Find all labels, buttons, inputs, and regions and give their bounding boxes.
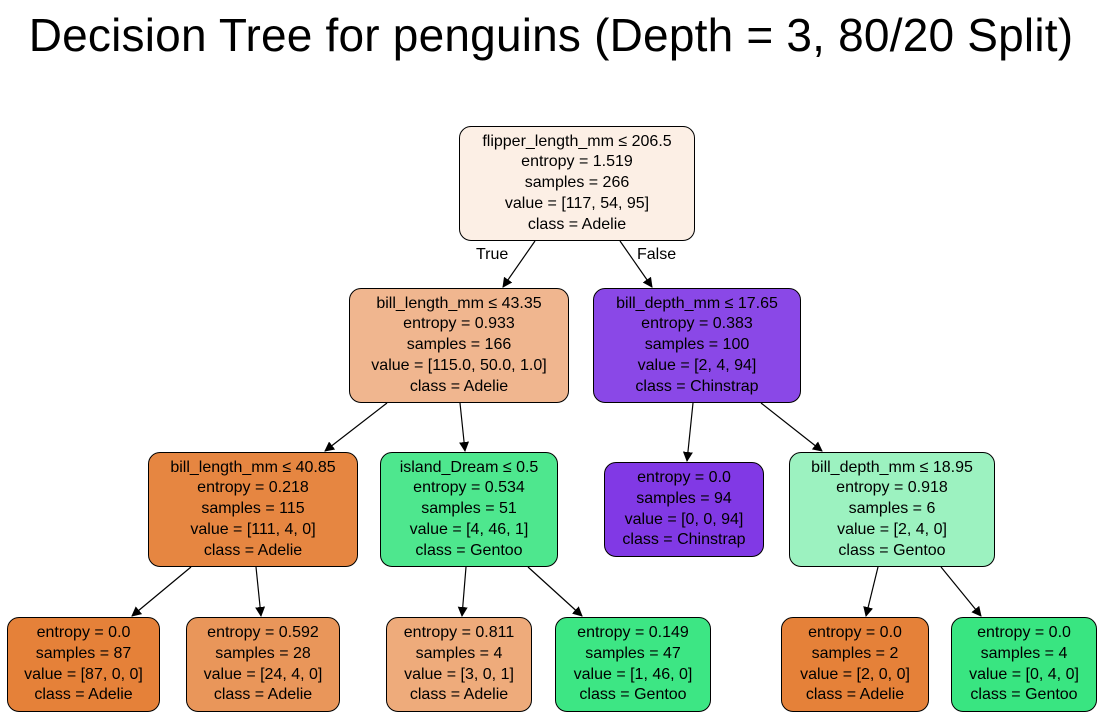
tree-node-root: flipper_length_mm ≤ 206.5 entropy = 1.519…: [459, 126, 695, 241]
node-line: value = [2, 4, 94]: [637, 356, 757, 374]
node-line: samples = 115: [201, 500, 305, 518]
node-line: entropy = 0.383: [641, 315, 753, 333]
node-line: class = Gentoo: [970, 686, 1078, 704]
node-line: entropy = 1.519: [521, 153, 633, 171]
node-line: value = [24, 4, 0]: [203, 665, 323, 683]
node-line: class = Adelie: [213, 686, 313, 704]
node-line: value = [115.0, 50.0, 1.0]: [371, 356, 547, 374]
node-line: flipper_length_mm ≤ 206.5: [482, 132, 672, 150]
node-line: entropy = 0.218: [197, 479, 309, 497]
diagram-title: Decision Tree for penguins (Depth = 3, 8…: [28, 9, 1074, 61]
node-line: value = [87, 0, 0]: [24, 665, 143, 683]
node-line: value = [4, 46, 1]: [409, 520, 529, 538]
node-line: value = [1, 46, 0]: [573, 665, 693, 683]
edge-lr-to-lrr: [527, 566, 583, 617]
edge-root-to-r: [619, 240, 653, 288]
node-line: value = [111, 4, 0]: [190, 520, 316, 538]
tree-node-lr: island_Dream ≤ 0.5 entropy = 0.534 samples…: [380, 452, 558, 567]
node-line: class = Gentoo: [579, 686, 687, 704]
node-line: class = Adelie: [805, 686, 905, 704]
tree-node-rl: entropy = 0.0 samples = 94 value = [0, 0, …: [604, 462, 764, 557]
node-line: samples = 87: [35, 644, 132, 662]
node-line: value = [2, 4, 0]: [837, 520, 947, 538]
node-line: bill_length_mm ≤ 40.85: [170, 458, 336, 476]
node-line: samples = 4: [415, 644, 503, 662]
node-line: class = Gentoo: [415, 541, 523, 559]
node-line: samples = 4: [980, 644, 1068, 662]
node-line: class = Chinstrap: [635, 377, 759, 395]
node-line: class = Adelie: [203, 541, 303, 559]
node-line: entropy = 0.0: [977, 624, 1071, 642]
edge-ll-to-llr: [255, 566, 266, 617]
node-line: value = [0, 4, 0]: [969, 665, 1079, 683]
node-line: entropy = 0.918: [836, 479, 948, 497]
node-line: entropy = 0.149: [577, 624, 689, 642]
tree-node-rr: bill_depth_mm ≤ 18.95 entropy = 0.918 samp…: [789, 452, 995, 567]
node-line: samples = 51: [421, 500, 517, 518]
node-line: island_Dream ≤ 0.5: [399, 458, 539, 476]
tree-node-lll: entropy = 0.0 samples = 87 value = [87, 0,…: [7, 617, 160, 712]
tree-node-rrr: entropy = 0.0 samples = 4 value = [0, 4, 0…: [951, 617, 1097, 712]
node-line: class = Chinstrap: [622, 531, 746, 549]
node-line: samples = 166: [406, 336, 512, 354]
edge-rr-to-rrr: [940, 566, 982, 617]
node-line: value = [0, 0, 94]: [624, 510, 744, 528]
tree-node-l: bill_length_mm ≤ 43.35 entropy = 0.933 sam…: [349, 288, 569, 403]
node-line: class = Adelie: [409, 377, 509, 395]
node-line: entropy = 0.592: [207, 624, 319, 642]
edge-r-to-rl: [682, 402, 694, 462]
node-line: entropy = 0.0: [808, 624, 902, 642]
edge-l-to-lr: [459, 402, 470, 452]
tree-node-r: bill_depth_mm ≤ 17.65 entropy = 0.383 samp…: [593, 288, 801, 403]
node-line: value = [117, 54, 95]: [504, 194, 650, 212]
node-line: class = Adelie: [34, 686, 133, 704]
edge-label-false: False: [637, 246, 677, 263]
node-line: entropy = 0.534: [413, 479, 525, 497]
node-line: entropy = 0.0: [637, 469, 731, 487]
edge-r-to-rr: [760, 402, 823, 452]
node-line: samples = 6: [848, 500, 936, 518]
edge-label-true: True: [476, 246, 509, 263]
node-line: value = [3, 0, 1]: [404, 665, 514, 683]
node-line: entropy = 0.0: [36, 624, 131, 642]
node-line: class = Adelie: [409, 686, 509, 704]
node-line: bill_depth_mm ≤ 18.95: [811, 458, 973, 476]
edge-ll-to-lll: [131, 566, 192, 617]
node-line: samples = 266: [524, 174, 630, 192]
node-line: samples = 28: [215, 644, 311, 662]
tree-node-rrl: entropy = 0.0 samples = 2 value = [2, 0, 0…: [781, 617, 929, 712]
node-line: samples = 100: [644, 336, 750, 354]
edge-rr-to-rrl: [863, 566, 879, 617]
node-line: value = [2, 0, 0]: [800, 665, 910, 683]
node-line: entropy = 0.811: [403, 624, 515, 642]
node-line: samples = 47: [585, 644, 681, 662]
node-line: bill_length_mm ≤ 43.35: [376, 294, 542, 312]
node-line: entropy = 0.933: [403, 315, 515, 333]
tree-node-llr: entropy = 0.592 samples = 28 value = [24, …: [186, 617, 340, 712]
edge-root-to-l: [502, 240, 536, 288]
edge-l-to-ll: [324, 402, 388, 452]
node-line: class = Gentoo: [838, 541, 946, 559]
tree-node-lrr: entropy = 0.149 samples = 47 value = [1, 4…: [555, 617, 711, 712]
node-line: samples = 2: [811, 644, 899, 662]
node-line: class = Adelie: [527, 215, 627, 233]
node-line: bill_depth_mm ≤ 17.65: [616, 294, 778, 312]
edge-lr-to-lrl: [457, 566, 468, 617]
tree-node-lrl: entropy = 0.811 samples = 4 value = [3, 0,…: [386, 617, 532, 712]
tree-node-ll: bill_length_mm ≤ 40.85 entropy = 0.218 sam…: [148, 452, 358, 567]
node-line: samples = 94: [636, 489, 732, 507]
